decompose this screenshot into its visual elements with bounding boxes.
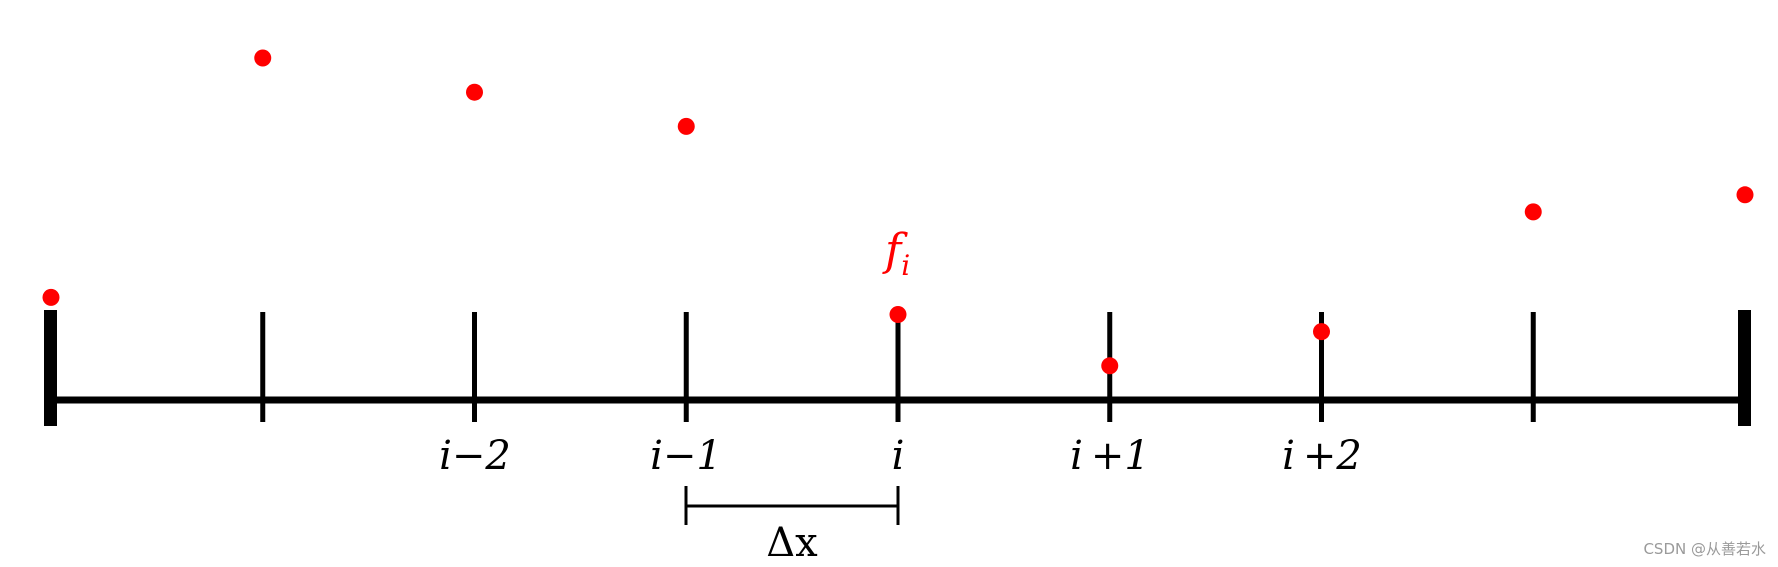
sample-point	[1736, 186, 1754, 204]
label-i-minus-2: i−2	[439, 433, 511, 479]
left-boundary-tick	[44, 310, 57, 426]
grid-labels: i−2 i−1 i i +1 i +2	[439, 433, 1362, 479]
sample-point	[1101, 357, 1119, 375]
sample-point	[42, 288, 60, 306]
function-label-subscript: i	[901, 249, 910, 282]
function-label: fi	[882, 225, 910, 282]
sample-point	[677, 117, 695, 135]
sample-point	[1313, 323, 1330, 341]
label-i-plus-2: i +2	[1282, 433, 1362, 479]
spacing-bracket: Δx	[684, 486, 900, 566]
watermark: CSDN @从善若水	[1643, 540, 1766, 558]
sample-point	[254, 49, 272, 67]
right-boundary-tick	[1738, 310, 1751, 426]
sample-point	[1524, 203, 1542, 221]
grid-ticks	[260, 312, 1536, 422]
label-i-minus-1: i−1	[650, 433, 722, 479]
label-i-plus-1: i +1	[1070, 433, 1150, 479]
sample-point	[889, 306, 907, 323]
sample-points	[42, 49, 1754, 375]
spacing-label: Δx	[766, 520, 818, 566]
sample-point	[466, 83, 483, 101]
label-i: i	[892, 433, 905, 479]
